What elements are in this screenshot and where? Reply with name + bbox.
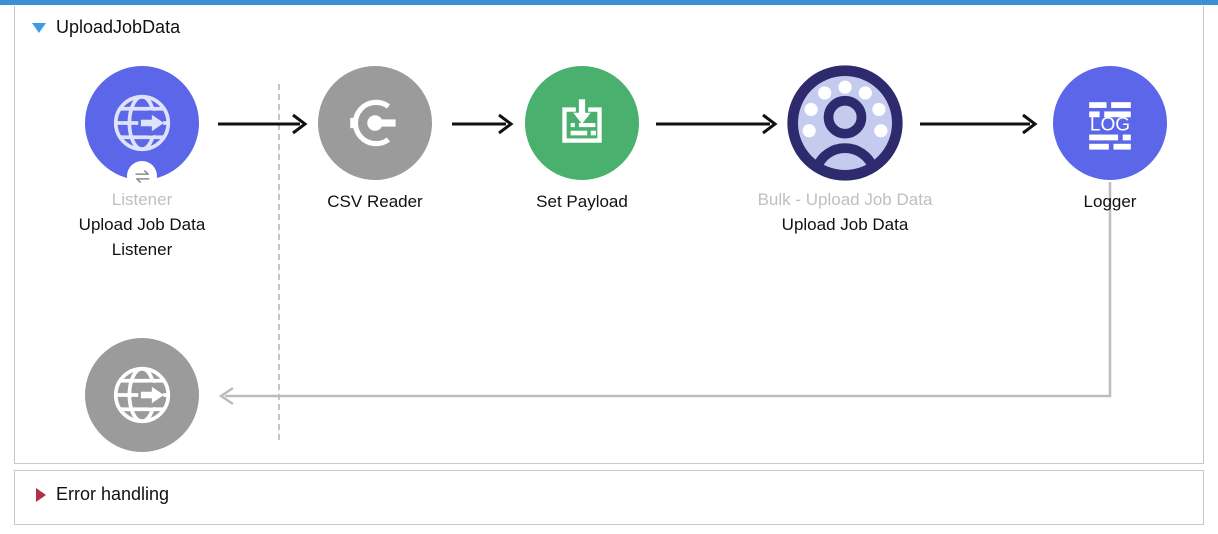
listener-exchange-badge [127, 161, 157, 191]
flow-node-csv-reader[interactable]: CSV Reader [275, 66, 475, 214]
set-payload-icon-circle[interactable] [525, 66, 639, 180]
globe-arrow-icon [113, 366, 171, 424]
listener-name-line2: Listener [111, 240, 173, 259]
salesforce-cloud-user-icon [787, 65, 903, 181]
listener-icon-circle[interactable] [85, 66, 199, 191]
flow-node-logger[interactable]: LOG Logger [1010, 66, 1210, 214]
listener-subtitle: Listener [111, 190, 173, 209]
flow-node-set-payload[interactable]: Set Payload [482, 66, 682, 214]
error-handling-title: Error handling [56, 484, 170, 504]
set-payload-icon [562, 99, 602, 143]
error-handling-panel [14, 470, 1204, 525]
flow-node-listener[interactable]: Listener Upload Job Data Listener [42, 66, 242, 262]
listener-name-line1: Upload Job Data [78, 215, 206, 234]
flow-title: UploadJobData [56, 17, 181, 37]
flow-node-response[interactable] [42, 338, 242, 452]
triangle-down-icon[interactable] [32, 22, 46, 33]
set-payload-name: Set Payload [536, 192, 628, 211]
logger-icon-circle[interactable]: LOG [1053, 66, 1167, 180]
triangle-right-icon[interactable] [36, 487, 46, 502]
window-accent-bar [0, 0, 1218, 5]
transform-c-icon [350, 99, 396, 147]
log-icon: LOG [1089, 102, 1131, 150]
bulk-upload-icon-circle[interactable] [783, 61, 907, 185]
flow-panel-header[interactable]: UploadJobData [32, 17, 180, 38]
flow-node-bulk-upload-job-data[interactable]: Bulk - Upload Job Data Upload Job Data [745, 61, 945, 237]
logger-name: Logger [1083, 192, 1137, 211]
bulk-upload-name: Upload Job Data [781, 215, 909, 234]
response-icon-circle[interactable] [85, 338, 199, 452]
globe-arrow-icon [113, 94, 171, 152]
exchange-arrows-icon [134, 169, 150, 183]
csv-reader-icon-circle[interactable] [318, 66, 432, 180]
csv-reader-name: CSV Reader [327, 192, 423, 211]
bulk-upload-subtitle: Bulk - Upload Job Data [757, 190, 933, 209]
log-icon-text: LOG [1090, 115, 1130, 136]
error-handling-header[interactable]: Error handling [36, 484, 169, 505]
